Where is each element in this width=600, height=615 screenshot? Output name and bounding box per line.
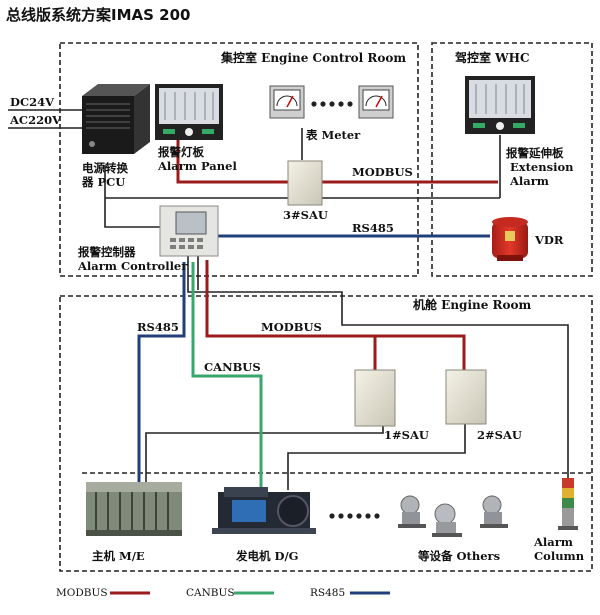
sau3-device [287,160,323,206]
main-engine-device [86,482,182,536]
ac220v-label: AC220V [9,113,62,127]
legend-modbus-label: MODBUS [56,587,108,599]
alarm-column-label-2: Column [534,549,585,563]
rs485-lines [137,234,490,500]
vdr-device [492,217,528,261]
engine-room-label: 机舱 Engine Room [413,297,532,312]
ecr-label: 集控室 Engine Control Room [220,50,406,65]
legend: MODBUS CANBUS RS485 [56,587,390,599]
engine-control-room-frame [59,42,419,277]
rs485-mid-label: RS485 [352,221,394,235]
sau3-label: 3#SAU [283,208,328,222]
canbus-label: CANBUS [204,360,261,374]
alarm-panel-label-2: Alarm Panel [157,159,237,173]
meter-ellipsis [311,101,353,107]
modbus-er-label: MODBUS [261,320,322,334]
pcu-device [82,84,150,154]
pump-device-2 [432,503,462,537]
generator-device [212,487,316,534]
equipment-ellipsis [329,513,380,519]
alarm-panel-device [155,84,223,140]
modbus-top-label: MODBUS [352,165,413,179]
extension-alarm-label-3: Alarm [509,174,549,188]
alarm-controller-label-2: Alarm Controller [77,259,188,273]
alarm-column-label-1: Alarm [533,535,573,549]
modbus-lines [176,120,498,370]
generator-label: 发电机 D/G [235,549,299,563]
pcu-label-2: 器 PCU [81,175,125,189]
pcu-label-1: 电源转换 [82,161,128,175]
extension-alarm-device [465,76,535,134]
alarm-column-device [558,478,578,530]
meter-device-2 [358,85,394,119]
alarm-panel-label-1: 报警灯板 [158,145,204,159]
alarm-controller-device [159,205,219,257]
whc-frame [431,42,593,277]
dc24v-label: DC24V [10,95,55,109]
canbus-line [191,262,263,492]
extension-alarm-label-1: 报警延伸板 [506,146,564,160]
sau2-label: 2#SAU [477,428,522,442]
main-engine-label: 主机 M/E [92,549,145,563]
others-label: 等设备 Others [417,549,500,563]
pump-device-3 [480,495,508,528]
meter-label: 表 Meter [305,128,361,142]
extension-alarm-label-2: Extension [510,160,574,174]
sau2-device [445,369,487,425]
sau1-label: 1#SAU [384,428,429,442]
signal-wires [8,109,569,500]
whc-label: 驾控室 WHC [454,50,530,65]
vdr-label: VDR [534,233,564,247]
engine-room-frame [59,295,593,572]
page-title: 总线版系统方案IMAS 200 [6,6,190,24]
pump-device-1 [398,495,426,528]
legend-canbus-label: CANBUS [186,587,235,599]
alarm-controller-label-1: 报警控制器 [78,245,136,259]
meter-device-1 [269,85,305,119]
rs485-left-label: RS485 [137,320,179,334]
sau1-device [354,369,396,427]
legend-rs485-label: RS485 [310,587,345,599]
